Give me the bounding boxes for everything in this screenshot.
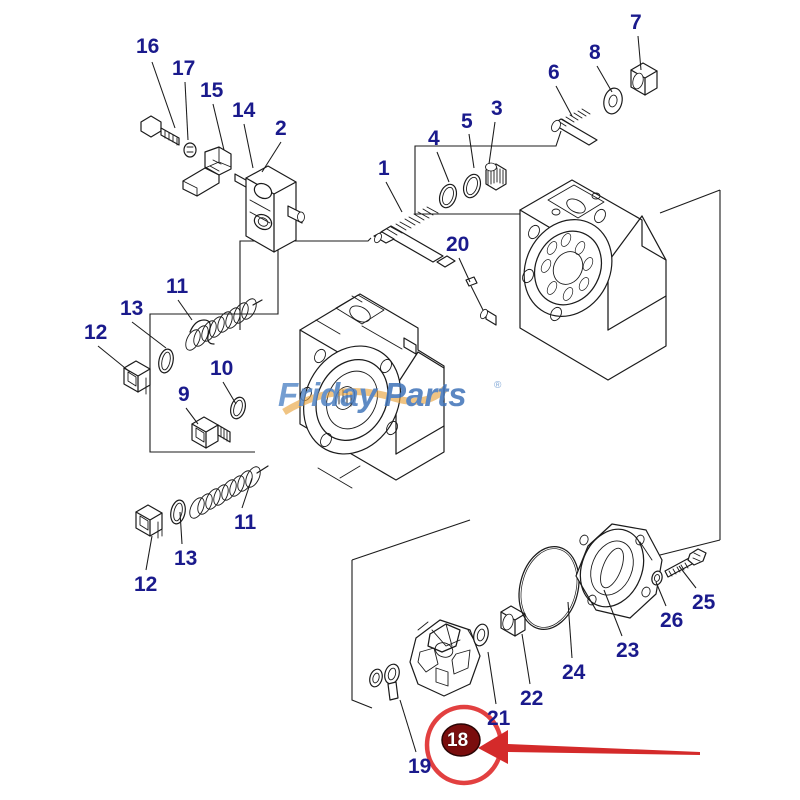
- callout-label-5: 5: [461, 110, 473, 133]
- callout-label-26: 26: [660, 609, 684, 632]
- part-4-o-ring-small: [438, 183, 458, 209]
- leader-line-17: [184, 81, 189, 141]
- callout-label-19: 19: [408, 755, 432, 778]
- part-11-coil-spring-lower: [189, 465, 269, 519]
- leader-line-1: [385, 181, 403, 213]
- part-24-o-ring-large: [518, 546, 580, 630]
- callout-label-25: 25: [692, 591, 716, 614]
- part-16-bolt: [140, 115, 180, 146]
- callout-label-16: 16: [136, 35, 160, 58]
- callout-label-11: 11: [166, 275, 189, 298]
- callout-label-13b: 13: [174, 547, 198, 570]
- leader-line-13: [131, 321, 167, 349]
- callout-label-1: 1: [378, 157, 390, 180]
- leader-line-8: [596, 65, 613, 93]
- callout-label-12: 12: [84, 321, 108, 344]
- callout-label-6: 6: [548, 61, 560, 84]
- leader-line-11: [177, 299, 193, 321]
- leader-line-5: [468, 133, 475, 169]
- callout-label-8: 8: [589, 41, 601, 64]
- leader-line-15: [212, 103, 225, 151]
- part-1-spring-valve-assembly: [373, 206, 456, 268]
- part-10-o-ring: [230, 396, 246, 420]
- part-12-hex-plug-upper: [123, 360, 151, 395]
- callout-leader-lines: [97, 35, 697, 753]
- part-2-valve-block: [245, 165, 305, 253]
- part-15-lever-bracket: [182, 146, 232, 197]
- part-13-o-ring-lower: [170, 499, 186, 525]
- part-12-hex-plug-lower: [135, 504, 163, 539]
- pump-rear-housing: [480, 179, 667, 381]
- leader-line-10: [222, 381, 237, 405]
- leader-line-25: [678, 565, 697, 589]
- callout-label-24: 24: [562, 661, 586, 684]
- leader-line-23: [603, 589, 623, 637]
- part-11-coil-spring-upper: [185, 298, 263, 351]
- part-13-o-ring-upper: [158, 348, 174, 374]
- leader-line-2: [261, 141, 282, 173]
- callout-label-9: 9: [178, 383, 190, 406]
- part-26-washer: [651, 570, 663, 586]
- part-17-collar: [183, 142, 197, 158]
- callout-label-22: 22: [520, 687, 544, 710]
- leader-line-9: [185, 407, 199, 425]
- callout-label-13: 13: [120, 297, 144, 320]
- leader-line-11b: [241, 477, 253, 509]
- leader-line-21: [487, 651, 497, 705]
- callout-label-11b: 11: [234, 511, 257, 534]
- callout-label-15: 15: [200, 79, 224, 102]
- leader-line-20: [458, 257, 471, 283]
- leader-line-19: [399, 699, 417, 753]
- part-9-hex-socket-plug: [191, 416, 231, 449]
- callout-label-4: 4: [428, 127, 440, 150]
- leader-line-12: [97, 345, 131, 373]
- leader-line-13b: [179, 511, 183, 545]
- callout-label-23: 23: [616, 639, 640, 662]
- callout-label-20: 20: [446, 233, 470, 256]
- part-6-adjust-screw: [551, 108, 598, 146]
- part-8-washer: [603, 87, 623, 115]
- callout-label-17: 17: [172, 57, 196, 80]
- part-19-pin-washers: [369, 663, 400, 701]
- highlight-badge-label: 18: [447, 730, 469, 751]
- part-23-cover-plate: [575, 523, 663, 619]
- callout-label-21: 21: [487, 707, 511, 730]
- leader-line-3: [488, 121, 496, 165]
- leader-line-14: [243, 123, 254, 169]
- part-22-bushing: [500, 605, 526, 637]
- leader-line-26: [655, 581, 667, 607]
- leader-line-6: [555, 85, 573, 117]
- part-18-impeller-rotor: [409, 619, 481, 697]
- leader-line-24: [567, 601, 573, 659]
- leader-line-4: [436, 151, 450, 183]
- callout-label-14: 14: [232, 99, 256, 122]
- leader-line-7: [637, 35, 642, 71]
- callout-label-2: 2: [275, 117, 287, 140]
- leader-line-12b: [145, 535, 153, 571]
- leader-line-22: [521, 633, 531, 685]
- callout-label-7: 7: [630, 11, 642, 34]
- callout-label-3: 3: [491, 97, 503, 120]
- leader-line-16: [151, 61, 176, 129]
- part-7-hex-nut: [630, 62, 658, 96]
- callout-label-12b: 12: [134, 573, 158, 596]
- part-5-o-ring-medium: [462, 173, 482, 199]
- callout-label-10: 10: [210, 357, 234, 380]
- part-21-spacer-ring: [473, 623, 489, 647]
- part-3-knurled-plug: [485, 162, 507, 191]
